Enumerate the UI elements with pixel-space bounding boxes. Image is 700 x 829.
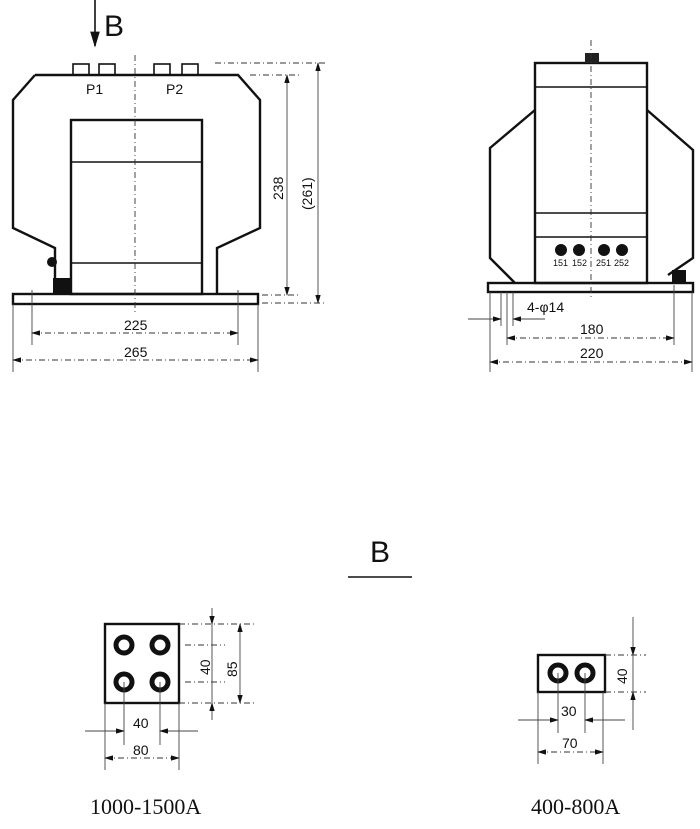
terminal-label: 251 (596, 258, 611, 268)
dim-width: 80 (133, 742, 149, 758)
hole-spec: 4-φ14 (527, 299, 564, 315)
dim-mount-width: 180 (580, 321, 604, 337)
terminal-p2-label: P2 (166, 81, 183, 97)
dim-height: 85 (224, 661, 240, 677)
dim-total-width: 265 (124, 344, 148, 360)
dim-total-width: 220 (580, 345, 604, 361)
primary-terminals (72, 63, 199, 76)
rating-label-small: 400-800A (531, 794, 620, 819)
core-window (69, 118, 204, 296)
dim-height: 238 (270, 176, 286, 200)
view-b-title: B (370, 536, 390, 569)
dim-spacing-h: 30 (561, 703, 577, 719)
rating-label-large: 1000-1500A (90, 794, 201, 819)
base-plate (486, 281, 695, 294)
side-view: 151 152 251 252 4-φ14 180 220 (468, 40, 695, 372)
terminal-plate-large: 40 85 40 80 1000-1500A (85, 608, 255, 819)
dim-spacing-v: 40 (197, 659, 213, 675)
terminal-p1-label: P1 (86, 81, 103, 97)
terminal-label: 152 (572, 258, 587, 268)
side-wings (488, 109, 695, 284)
front-view: B P1 P2 238 (261) 225 265 (11, 0, 325, 372)
ground-bolt (47, 257, 57, 267)
dim-mount-width: 225 (124, 317, 148, 333)
dim-height-total: (261) (299, 177, 315, 210)
mount-bolt (672, 270, 686, 283)
dim-spacing-h: 40 (133, 715, 149, 731)
base-plate (11, 292, 260, 306)
dim-height: 40 (614, 668, 630, 684)
view-b: B 40 85 40 80 1 (85, 536, 646, 819)
mount-bolt (53, 278, 70, 294)
terminal-label: 252 (614, 258, 629, 268)
secondary-terminals: 151 152 251 252 (553, 244, 629, 268)
top-terminal (585, 53, 599, 63)
dim-width: 70 (562, 735, 578, 751)
view-marker: B (104, 10, 124, 43)
terminal-plate-small: 40 30 70 400-800A (518, 617, 646, 819)
terminal-label: 151 (553, 258, 568, 268)
